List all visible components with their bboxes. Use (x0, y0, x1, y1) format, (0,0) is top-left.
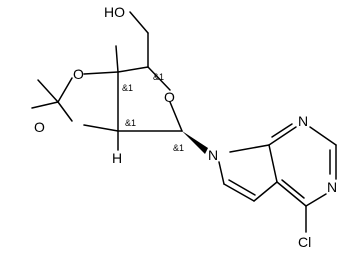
bond-c3-c4 (117, 66, 149, 73)
bond-c4-c4a-double (281, 179, 305, 199)
atom-o-ring-lower: O (34, 119, 45, 135)
stereo-c-methyl: &1 (122, 83, 133, 93)
bond-c7a-n1 (268, 126, 297, 146)
stereo-c-hydroxymethyl: &1 (153, 72, 164, 82)
bond-n3-c4 (305, 193, 327, 207)
bond-c5-c4a (253, 181, 278, 202)
bond-c7a-n7 (229, 144, 270, 153)
atom-o-furanose: O (164, 89, 175, 105)
stereo-c-anomeric: &1 (173, 143, 184, 153)
bond-c4-o (147, 66, 171, 91)
bond-n1-c2 (309, 126, 337, 146)
bond-cme2-o (57, 101, 73, 122)
atom-h: H (112, 150, 122, 166)
bond-o-c2 (83, 124, 119, 132)
bond-c3-o (83, 71, 119, 75)
bond-o-cme2 (57, 77, 73, 103)
stereo-c-h: &1 (125, 118, 136, 128)
bond-cme2-methyl1 (37, 79, 59, 103)
bond-o-ch2 (129, 11, 149, 34)
bond-c4-c4a (276, 181, 307, 207)
atom-n-upper: N (298, 113, 308, 129)
bond-c3-methyl (115, 45, 119, 73)
bond-o-c1 (169, 101, 183, 132)
bond-c6-c5-double (228, 179, 256, 196)
bond-cme2-methyl2 (31, 101, 59, 109)
bond-c6-c5 (223, 183, 255, 202)
bond-c4a-c7a (268, 144, 278, 183)
bond-c7a-n1-double (271, 123, 293, 138)
atom-cl: Cl (298, 234, 311, 250)
atom-n-pyrrole: N (208, 147, 218, 163)
atom-labels: HO O O O H N N N Cl (34, 4, 337, 250)
stereo-labels: &1 &1 &1 &1 (122, 72, 184, 153)
wedge-c1-n (182, 131, 208, 154)
atom-n-lower: N (327, 179, 337, 195)
bonds (31, 11, 337, 233)
atom-o-ring-upper: O (73, 66, 84, 82)
atom-oh: HO (104, 4, 125, 20)
bond-n7-c6 (218, 161, 225, 185)
